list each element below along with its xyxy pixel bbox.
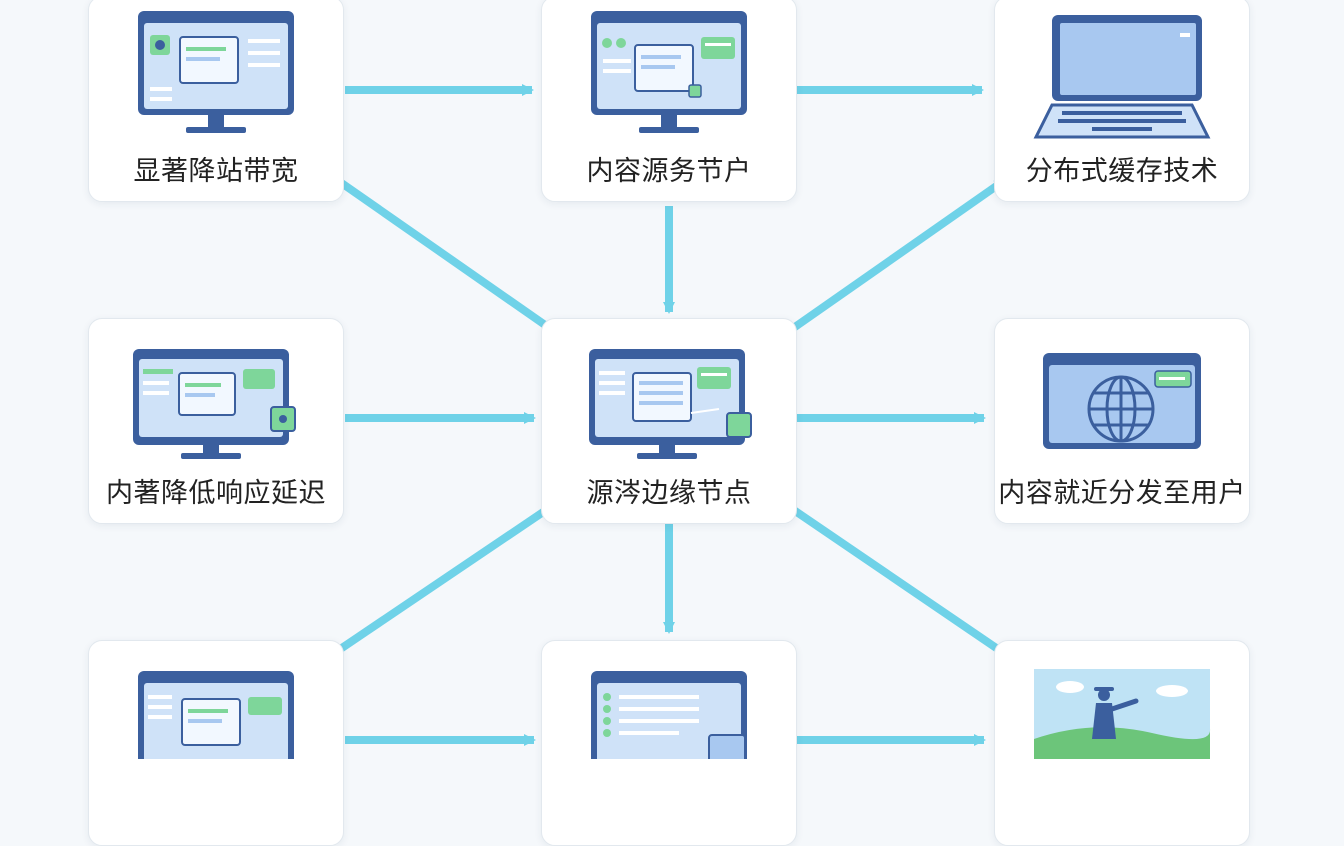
globe-window-icon (1037, 331, 1207, 465)
node-bandwidth: 显著降站带宽 (88, 0, 344, 202)
monitor-icon (589, 9, 749, 143)
node-bottom-right (994, 640, 1250, 846)
arrow-n5-n9 (779, 498, 1011, 660)
node-label: 内容就近分发至用户 (998, 478, 1246, 509)
laptop-icon (1032, 13, 1212, 147)
node-label: 分布式缓存技术 (1025, 156, 1219, 187)
node-latency: 内著降低响应延迟 (88, 318, 344, 524)
monitor-icon (131, 331, 301, 465)
node-bottom-left (88, 640, 344, 846)
node-label: 内著降低响应延迟 (106, 478, 326, 509)
node-bottom-center (541, 640, 797, 846)
arrow-n5-n7 (327, 498, 561, 660)
arrow-n3-n5 (779, 176, 1008, 340)
node-content-origin: 内容源务节户 (541, 0, 797, 202)
monitor-icon (579, 331, 759, 465)
node-nearby-delivery: 内容就近分发至用户 (994, 318, 1250, 524)
arrow-layer (327, 84, 1011, 746)
node-distributed-cache: 分布式缓存技术 (994, 0, 1250, 202)
node-label: 源涔边缘节点 (586, 478, 752, 509)
globe-icon (1087, 375, 1155, 443)
arrow-n1-n5 (337, 178, 561, 338)
landscape-person-icon (1032, 669, 1212, 763)
monitor-icon (136, 669, 296, 771)
monitor-icon (136, 9, 296, 143)
node-label: 内容源务节户 (586, 156, 752, 187)
node-label: 显著降站带宽 (133, 156, 299, 187)
node-edge-center: 源涔边缘节点 (541, 318, 797, 524)
monitor-icon (589, 669, 749, 771)
